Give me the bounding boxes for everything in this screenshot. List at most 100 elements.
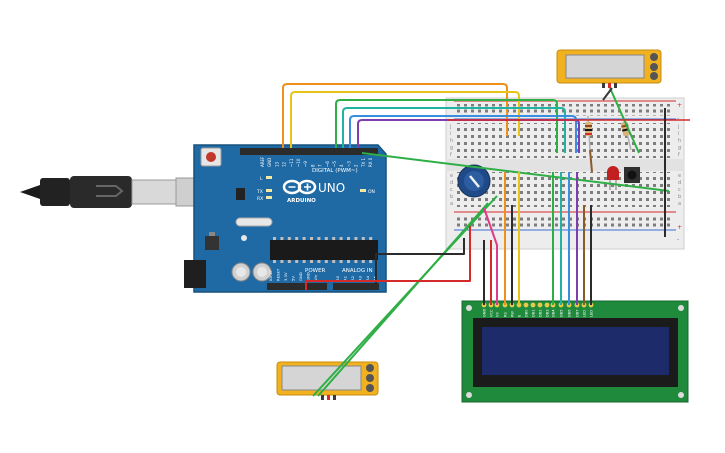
chip-pin — [287, 237, 291, 240]
chip-pin — [287, 260, 291, 263]
analog-header-label: ANALOG IN — [342, 268, 373, 274]
lcd-pin[interactable] — [523, 302, 529, 308]
row-letter: a — [678, 201, 681, 207]
top-pin-label: ~5 — [332, 161, 337, 167]
power-pin-label: RESET — [276, 268, 281, 281]
power-pin-label: GND — [306, 272, 311, 281]
top-pin-label: 8 — [310, 164, 315, 167]
regulator-heatsink — [209, 232, 215, 236]
lcd-pin-label: VCC — [490, 309, 494, 317]
led-l — [266, 176, 272, 179]
rail-plus-label-bottom: + — [677, 224, 682, 231]
top-pin-label: 12 — [282, 161, 287, 167]
lcd-pin-label: DB1 — [532, 309, 536, 317]
chip-pin — [317, 260, 321, 263]
reset-button-icon[interactable] — [200, 147, 222, 167]
digital-header-strip — [240, 148, 378, 155]
resistor-icon — [585, 115, 592, 151]
row-letter: j — [449, 124, 451, 130]
red-led-icon[interactable] — [607, 166, 619, 190]
wire-green-pot-2 — [317, 202, 489, 397]
row-letter: h — [678, 138, 681, 144]
arduino-model: UNO — [318, 181, 345, 195]
chip-pin — [339, 260, 343, 263]
chip-pin — [302, 260, 306, 263]
capacitor-right — [252, 262, 272, 282]
top-pin-label: TX 1 — [361, 158, 366, 168]
row-letter: g — [678, 145, 681, 151]
ic-socket-tab — [235, 217, 273, 227]
power-pin-label: 5V — [291, 276, 296, 281]
pushbutton-icon[interactable] — [624, 167, 640, 183]
lcd-pin[interactable] — [537, 302, 543, 308]
sensor-module-top[interactable] — [556, 49, 662, 88]
chip-pin — [369, 237, 373, 240]
top-pin-label: 4 — [339, 164, 344, 167]
power-jack — [184, 260, 206, 288]
row-letter: b — [450, 194, 453, 200]
wire-green-long — [361, 152, 670, 192]
top-pin-label: 2 — [354, 164, 359, 167]
top-pin-label: ~3 — [346, 161, 351, 167]
row-letter: d — [678, 180, 681, 186]
led-rx-label: RX — [257, 196, 263, 202]
chip-pin — [295, 260, 299, 263]
top-pin-label: 13 — [274, 161, 279, 167]
analog-header-strip — [333, 283, 379, 290]
led-on-label: ON — [368, 189, 375, 195]
analog-pin-label: A2 — [350, 275, 355, 281]
row-letter: j — [677, 124, 679, 130]
arduino-brand: ARDUINO — [287, 198, 316, 204]
chip-pin — [339, 237, 343, 240]
wire-orange — [282, 83, 508, 148]
lcd-screen — [482, 327, 669, 375]
row-letter: d — [450, 180, 453, 186]
top-pin-label: ~9 — [303, 161, 308, 167]
lcd-pin-label: GND — [483, 309, 487, 317]
row-letter: c — [450, 187, 453, 193]
led-tx-label: TX — [256, 189, 263, 195]
lcd-pin-label: V0 — [496, 312, 500, 317]
wire-teal — [342, 107, 566, 153]
row-letter: e — [450, 173, 453, 179]
chip-pin — [280, 237, 284, 240]
lcd-pin-label: DB6 — [568, 309, 572, 317]
row-letter: e — [678, 173, 681, 179]
lcd-pin-label: DB3 — [546, 309, 550, 317]
lcd-pin[interactable] — [544, 302, 550, 308]
row-letter: b — [678, 194, 681, 200]
lcd-pin-label: LED — [590, 310, 594, 317]
potentiometer-icon[interactable] — [457, 164, 491, 198]
chip-pins — [273, 237, 373, 263]
sensor-module-bottom[interactable] — [276, 361, 379, 400]
top-pin-label: ~6 — [325, 161, 330, 167]
row-letter: g — [450, 145, 453, 151]
wire-blue — [349, 115, 577, 153]
chip-pin — [332, 237, 336, 240]
analog-pin-label: A4 — [365, 275, 370, 281]
chip-pin — [295, 237, 299, 240]
wire-black-rail — [602, 87, 613, 101]
analog-pin-label: A3 — [358, 275, 363, 281]
power-pin-label: GND — [298, 272, 303, 281]
top-pin-label: ~11 — [289, 158, 294, 167]
top-pin-label: RX 0 — [368, 157, 373, 167]
row-letter: a — [450, 201, 453, 207]
power-pin-label: Vin — [313, 274, 318, 281]
lcd-pin[interactable] — [530, 302, 536, 308]
chip-pin — [273, 237, 276, 240]
atmega-chip — [270, 240, 378, 260]
chip-pin — [310, 260, 313, 263]
rail-bottom-holes — [456, 215, 673, 227]
lcd-pin-label: DB5 — [560, 309, 564, 317]
digital-header-label: DIGITAL (PWM~) — [312, 168, 358, 174]
power-header-label: POWER — [305, 268, 326, 274]
chip-small — [236, 188, 245, 200]
wire-pink-lcd — [483, 207, 498, 305]
